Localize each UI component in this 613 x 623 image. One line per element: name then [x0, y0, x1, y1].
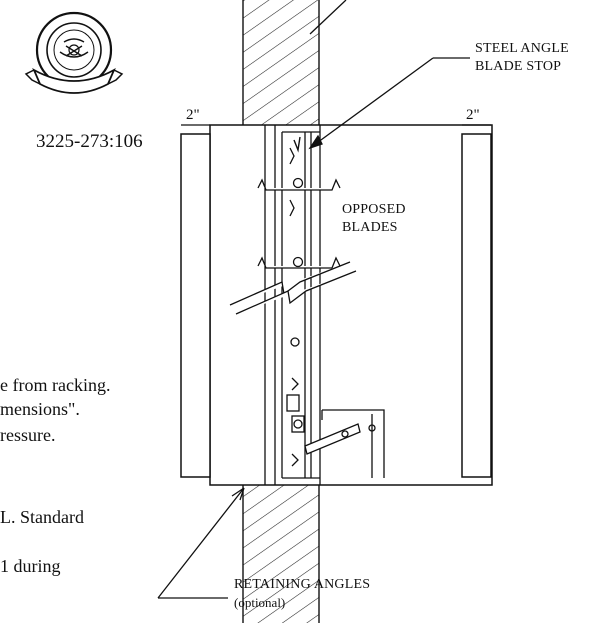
blade-stop-leader	[308, 57, 470, 150]
note-fragment-3: ressure.	[0, 425, 56, 445]
opposed-blades	[257, 147, 341, 269]
wall	[242, 0, 320, 623]
break-line	[229, 261, 357, 315]
retaining-angles-label: RETAINING ANGLES	[234, 577, 371, 592]
note-fragment-4: L. Standard	[0, 507, 84, 527]
listing-number: 3225-273:106	[36, 131, 143, 152]
opposed-blades-label-line2: BLADES	[342, 220, 398, 235]
blade-linkage	[286, 337, 385, 478]
damper-frame	[264, 125, 321, 485]
top-leader-line	[309, 0, 347, 35]
blade-stop-label-line2: BLADE STOP	[475, 59, 562, 74]
note-fragment-2: mensions".	[0, 399, 80, 419]
listing-seal	[24, 11, 124, 94]
blade-stop-label-line1: STEEL ANGLE	[475, 41, 569, 56]
retaining-angles-leader	[157, 487, 245, 599]
retaining-angles-optional: (optional)	[234, 595, 286, 610]
note-fragment-5: 1 during	[0, 556, 61, 576]
sleeve	[180, 124, 493, 486]
dimension-left: 2"	[186, 107, 200, 123]
steel-angle-blade-stop	[293, 136, 301, 153]
dimension-right: 2"	[466, 107, 480, 123]
note-fragment-1: e from racking.	[0, 375, 111, 395]
opposed-blades-label-line1: OPPOSED	[342, 202, 406, 217]
